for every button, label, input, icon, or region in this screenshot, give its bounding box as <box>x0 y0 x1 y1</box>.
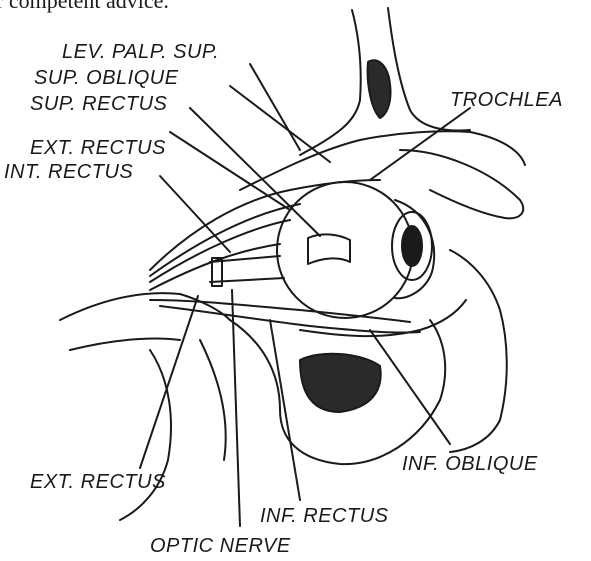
leader-sup-oblique <box>230 86 330 162</box>
muscle-cone-lower <box>150 300 410 322</box>
zygomatic-bone <box>120 340 226 520</box>
sup-rectus-insertion <box>308 234 350 264</box>
label-lev-palp-sup: LEV. PALP. SUP. <box>62 41 219 63</box>
upper-lid <box>400 150 523 218</box>
label-ext-rectus-top: EXT. RECTUS <box>30 137 166 159</box>
label-inf-oblique: INF. OBLIQUE <box>402 453 538 475</box>
caption-fragment: r competent advice. <box>0 0 169 13</box>
leader-int-rectus <box>160 176 230 252</box>
leader-ext-rectus-top <box>170 132 290 210</box>
label-optic-nerve: OPTIC NERVE <box>150 535 291 557</box>
frontal-sinus <box>368 60 391 118</box>
orbital-roof <box>240 131 525 190</box>
pupil <box>402 226 422 266</box>
label-ext-rectus-bottom: EXT. RECTUS <box>30 471 166 493</box>
label-int-rectus: INT. RECTUS <box>4 161 133 183</box>
leader-inf-oblique <box>370 330 450 444</box>
leader-trochlea <box>370 108 470 180</box>
label-sup-rectus: SUP. RECTUS <box>30 93 168 115</box>
label-trochlea: TROCHLEA <box>450 89 563 111</box>
cheek-tissue <box>450 250 507 452</box>
maxillary-sinus <box>300 354 381 412</box>
label-sup-oblique: SUP. OBLIQUE <box>34 67 179 89</box>
leader-inf-rectus <box>270 320 300 500</box>
label-inf-rectus: INF. RECTUS <box>260 505 389 527</box>
leader-ext-rectus-bottom <box>140 296 198 468</box>
